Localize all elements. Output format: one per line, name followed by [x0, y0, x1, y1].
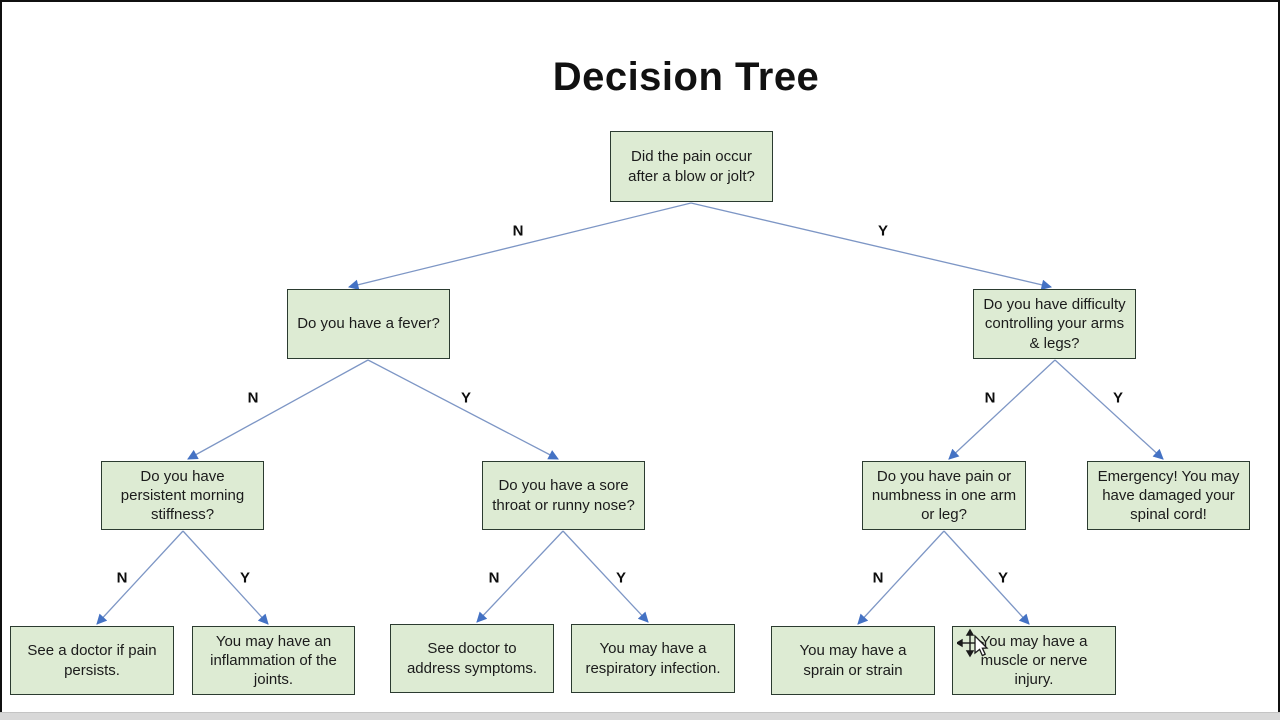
node-inflammation: You may have an inflammation of the join…: [192, 626, 355, 695]
node-q-stiffness: Do you have persistent morning stiffness…: [101, 461, 264, 530]
node-q-throat: Do you have a sore throat or runny nose?: [482, 461, 645, 530]
edge-q-root-to-q-fever: [347, 202, 692, 290]
edge-label-q-throat-N: N: [488, 569, 500, 587]
edge-label-q-control-Y: Y: [1112, 389, 1124, 407]
node-q-fever: Do you have a fever?: [287, 289, 450, 359]
edge-q-control-to-emergency: [1054, 359, 1164, 460]
edge-label-q-fever-Y: Y: [460, 389, 472, 407]
node-muscle: You may have a muscle or nerve injury.: [952, 626, 1116, 695]
pointer-arrow-icon: [974, 634, 989, 657]
node-emergency: Emergency! You may have damaged your spi…: [1087, 461, 1250, 530]
edge-q-numbness-to-muscle: [943, 530, 1030, 625]
edge-q-stiffness-to-see-doctor-pain: [96, 530, 184, 625]
edge-label-q-fever-N: N: [247, 389, 259, 407]
node-q-control: Do you have difficulty controlling your …: [973, 289, 1136, 359]
edge-label-q-stiffness-N: N: [116, 569, 128, 587]
node-sprain: You may have a sprain or strain: [771, 626, 935, 695]
edge-q-throat-to-respiratory: [562, 530, 649, 623]
edge-q-fever-to-q-throat: [367, 359, 559, 460]
frame-left-border: [0, 0, 2, 712]
node-see-doctor-symptoms: See doctor to address symptoms.: [390, 624, 554, 693]
edge-label-q-numbness-N: N: [872, 569, 884, 587]
edge-label-q-stiffness-Y: Y: [239, 569, 251, 587]
edge-q-stiffness-to-inflammation: [182, 530, 269, 625]
edge-q-fever-to-q-stiffness: [187, 359, 369, 460]
edge-label-q-numbness-Y: Y: [997, 569, 1009, 587]
edge-label-q-root-N: N: [512, 222, 524, 240]
frame-top-border: [0, 0, 1280, 2]
edge-label-q-throat-Y: Y: [615, 569, 627, 587]
node-respiratory: You may have a respiratory infection.: [571, 624, 735, 693]
page-title: Decision Tree: [552, 54, 820, 99]
edge-label-q-control-N: N: [984, 389, 996, 407]
node-q-numbness: Do you have pain or numbness in one arm …: [862, 461, 1026, 530]
frame-right-border: [1278, 0, 1280, 712]
edge-q-control-to-q-numbness: [948, 359, 1056, 460]
bottom-letterbox-strip: [0, 712, 1280, 720]
mouse-cursor: [955, 627, 997, 669]
edge-label-q-root-Y: Y: [877, 222, 889, 240]
edge-q-numbness-to-sprain: [857, 530, 945, 625]
node-see-doctor-pain: See a doctor if pain persists.: [10, 626, 174, 695]
node-q-root: Did the pain occur after a blow or jolt?: [610, 131, 773, 202]
edge-q-root-to-q-control: [690, 202, 1053, 290]
